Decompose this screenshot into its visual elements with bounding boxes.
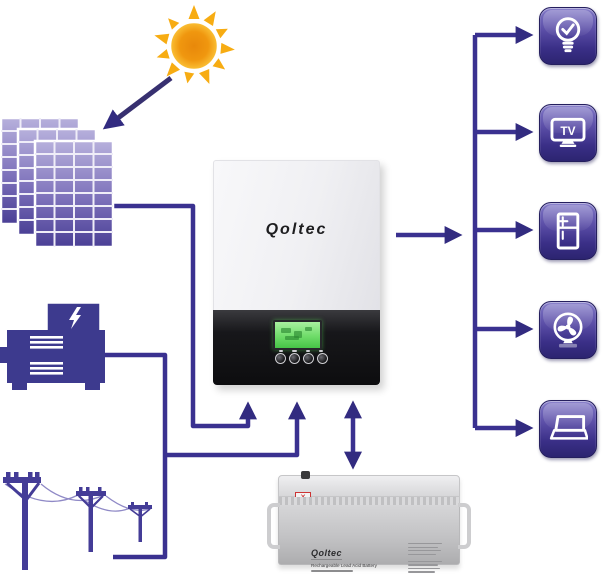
battery-rib-strip <box>278 497 460 505</box>
arrow-trunk-to-inverter <box>165 401 306 458</box>
inverter-button <box>289 353 300 364</box>
inverter-indicator-labels <box>279 350 323 353</box>
battery-lid: ✕ <box>278 471 460 504</box>
battery-terminal <box>301 471 310 479</box>
line-panels-to-inverter <box>112 203 257 429</box>
battery-handle-left <box>267 503 280 549</box>
power-lines-icon <box>0 450 170 575</box>
battery: ✕ Qoltec Rechargeable Lead Acid Battery … <box>267 471 471 575</box>
inverter-button <box>275 353 286 364</box>
battery-brand: Qoltec <box>311 548 343 560</box>
inverter-button <box>303 353 314 364</box>
device-tile-light-bulb <box>539 7 597 65</box>
arrow-sun-to-panels <box>102 76 173 130</box>
battery-body: Qoltec Rechargeable Lead Acid Battery 12… <box>278 505 460 575</box>
light-bulb-icon <box>555 17 581 53</box>
tv-icon: TV <box>550 117 586 148</box>
device-tile-fan <box>539 301 597 359</box>
battery-handle-right <box>458 503 471 549</box>
lightning-bolt-icon <box>69 307 81 329</box>
inverter-control-panel <box>213 310 380 385</box>
sun-icon <box>150 2 242 94</box>
inverter: Qoltec <box>213 160 380 385</box>
inverter-front-panel: Qoltec <box>213 160 380 310</box>
inverter-brand-logo: Qoltec <box>265 221 328 238</box>
generator-icon <box>0 295 115 395</box>
device-tile-laptop <box>539 400 597 458</box>
battery-label: Qoltec Rechargeable Lead Acid Battery 12… <box>311 543 457 575</box>
fan-icon <box>553 312 583 348</box>
refrigerator-icon <box>556 212 580 250</box>
inverter-buttons <box>275 353 335 364</box>
inverter-lcd-screen <box>273 320 322 350</box>
battery-type-text: Rechargeable Lead Acid Battery <box>311 563 377 568</box>
inverter-button <box>317 353 328 364</box>
solar-panels-icon <box>0 116 115 250</box>
device-tile-refrigerator <box>539 202 597 260</box>
laptop-icon <box>549 415 588 440</box>
tv-label: TV <box>560 124 575 138</box>
device-tile-tv: TV <box>539 104 597 162</box>
battery-fine-print <box>408 541 448 573</box>
